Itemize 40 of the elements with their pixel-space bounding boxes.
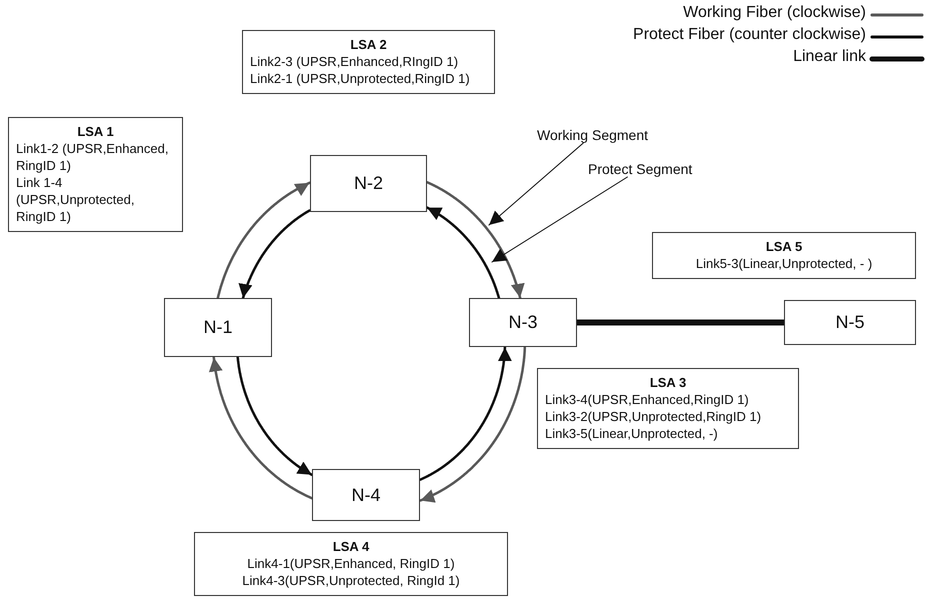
link-entry: Link2-1 (UPSR,Unprotected,RingID 1): [250, 70, 471, 87]
network-node-box: N-4: [312, 469, 420, 521]
protect-fiber-arc: [238, 209, 311, 300]
segment-label: Protect Segment: [588, 161, 692, 177]
protect-fiber-arc: [236, 356, 314, 476]
link-entry: Link4-3(UPSR,Unprotected, RingId 1): [241, 572, 461, 589]
network-node-box: N-5: [784, 300, 916, 345]
lsa-box: [242, 30, 495, 94]
lsa-heading: LSA 3: [648, 374, 688, 391]
working-fiber-arc: [208, 356, 314, 500]
link-entry: Link3-2(UPSR,Unprotected,RingID 1): [545, 408, 762, 425]
leader-line: [492, 176, 628, 262]
lsa-box: [194, 532, 508, 596]
legend-label: Linear link: [793, 48, 866, 66]
link-entry: Link3-5(Linear,Unprotected, -): [545, 425, 719, 442]
leader-line: [488, 142, 584, 226]
lsa-heading: LSA 2: [349, 36, 388, 53]
lsa-box: [652, 232, 916, 279]
network-node-box: N-2: [310, 155, 427, 212]
lsa-heading: LSA 5: [764, 238, 804, 255]
link-entry: Link2-3 (UPSR,Enhanced,RIngID 1): [250, 53, 460, 70]
network-node-box: N-1: [164, 298, 272, 357]
link-entry: Link5-3(Linear,Unprotected, - ): [694, 255, 874, 272]
segment-label: Working Segment: [537, 127, 648, 143]
protect-fiber-arc: [419, 346, 512, 481]
legend-label: Protect Fiber (counter clockwise): [633, 26, 866, 44]
working-fiber-arc: [419, 346, 526, 503]
lsa-box: [8, 117, 183, 232]
link-entry: Link4-1(UPSR,Enhanced, RingID 1): [246, 555, 456, 572]
protect-fiber-arc: [426, 206, 500, 300]
network-node-box: N-3: [469, 298, 577, 347]
link-entry: Link3-4(UPSR,Enhanced,RingID 1): [545, 391, 750, 408]
lsa-heading: LSA 1: [76, 123, 115, 140]
link-entry: Link 1-4 (UPSR,Unprotected, RingID 1): [16, 174, 136, 225]
lsa-heading: LSA 4: [332, 538, 370, 555]
working-fiber-arc: [426, 181, 525, 300]
lsa-box: [537, 368, 799, 449]
working-fiber-arc: [216, 182, 311, 300]
link-entry: Link1-2 (UPSR,Enhanced, RingID 1): [16, 140, 170, 174]
legend-label: Working Fiber (clockwise): [683, 4, 866, 22]
